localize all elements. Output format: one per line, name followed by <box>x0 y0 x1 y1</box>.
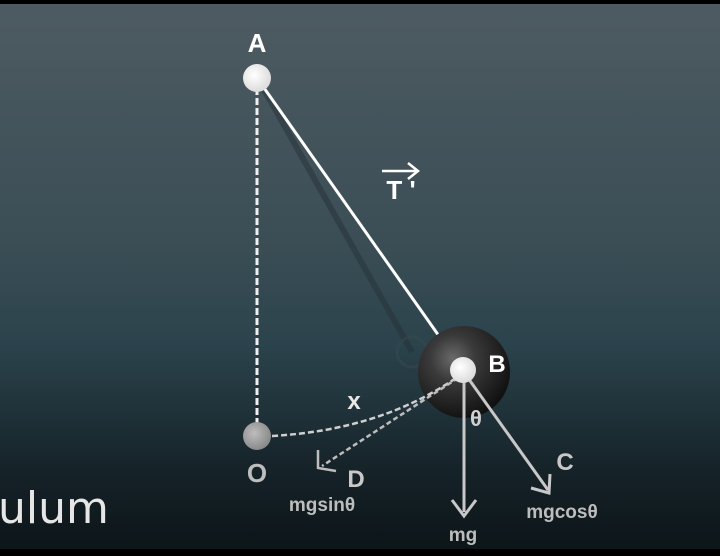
label-point-o: O <box>247 458 267 488</box>
label-tangential-component: mgsinθ <box>289 495 355 516</box>
bottom-border <box>0 549 720 556</box>
arrowhead-mg <box>450 499 478 519</box>
label-tension: T ' <box>386 175 415 205</box>
point-o-dot <box>243 422 271 450</box>
tension-arrow-head <box>407 162 421 180</box>
point-b-dot <box>450 357 476 383</box>
arc-x <box>271 376 457 438</box>
arrowhead-d <box>316 450 337 473</box>
label-theta: θ <box>470 406 482 431</box>
string-shadow <box>259 84 415 354</box>
label-point-b: B <box>488 351 505 378</box>
label-point-c: C <box>556 449 573 476</box>
tangent-line-d <box>321 376 459 468</box>
label-weight: mg <box>449 525 478 546</box>
radial-vector <box>466 377 550 491</box>
caption-text: ulum <box>0 483 109 534</box>
arrowhead-c <box>530 473 552 495</box>
label-arc-x: x <box>347 388 361 415</box>
point-a-dot <box>243 64 271 92</box>
label-point-a: A <box>248 28 267 58</box>
label-radial-component: mgcosθ <box>526 502 598 523</box>
pendulum-string <box>255 77 465 371</box>
label-point-d: D <box>347 466 364 493</box>
top-border <box>0 0 720 4</box>
